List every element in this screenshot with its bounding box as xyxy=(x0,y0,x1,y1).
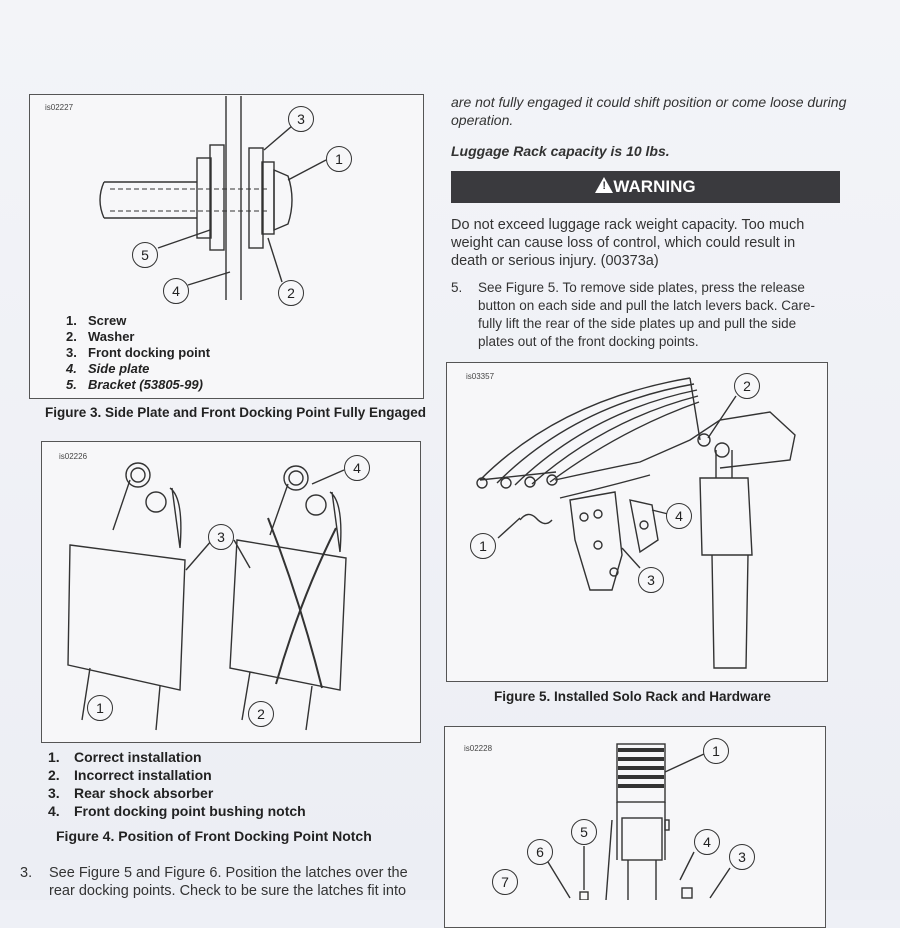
figure-6-callout-5: 5 xyxy=(571,819,597,845)
warning-triangle-icon: ! xyxy=(595,177,614,193)
warning-banner: ! WARNING xyxy=(451,171,840,203)
figure-4-callout-3: 3 xyxy=(208,524,234,550)
figure-4-id: is02226 xyxy=(59,452,88,461)
figure-6-drawing xyxy=(547,743,731,900)
figure-6-callout-4: 4 xyxy=(694,829,720,855)
legend-item: 1.Screw xyxy=(66,313,127,328)
legend-item: 5.Bracket (53805-99) xyxy=(66,377,203,392)
figure-3-caption: Figure 3. Side Plate and Front Docking P… xyxy=(45,405,427,420)
warning-label: WARNING xyxy=(613,177,696,196)
figure-5-frame xyxy=(446,362,828,682)
figure-3-legend: 1.Screw 2.Washer 3.Front docking point 4… xyxy=(66,313,210,393)
step-5: 5.See Figure 5. To remove side plates, p… xyxy=(451,280,815,349)
figure-4-callout-2: 2 xyxy=(248,701,274,727)
figure-3-callout-3: 3 xyxy=(288,106,314,132)
figure-5-caption: Figure 5. Installed Solo Rack and Hardwa… xyxy=(494,689,771,704)
figure-5-callout-3: 3 xyxy=(638,567,664,593)
figure-3-callout-5: 5 xyxy=(132,242,158,268)
legend-item: 2.Incorrect installation xyxy=(48,767,212,783)
figure-5-callout-2: 2 xyxy=(734,373,760,399)
figure-3-callout-1: 1 xyxy=(326,146,352,172)
legend-item: 4.Side plate xyxy=(66,361,150,376)
legend-item: 3.Rear shock absorber xyxy=(48,785,214,801)
figure-6-callout-3: 3 xyxy=(729,844,755,870)
legend-item: 1.Correct installation xyxy=(48,749,202,765)
warning-text: Do not exceed luggage rack weight capaci… xyxy=(451,217,805,269)
figure-4-caption: Figure 4. Position of Front Docking Poin… xyxy=(56,828,372,844)
figure-5-callout-1: 1 xyxy=(470,533,496,559)
figure-5-callout-4: 4 xyxy=(666,503,692,529)
figure-3-callout-4: 4 xyxy=(163,278,189,304)
figure-4-legend: 1.Correct installation 2.Incorrect insta… xyxy=(48,748,306,820)
legend-item: 4.Front docking point bushing notch xyxy=(48,803,306,819)
figure-4-drawing xyxy=(67,462,347,731)
figure-6-id: is02228 xyxy=(464,744,493,753)
figure-5-id: is03357 xyxy=(466,372,495,381)
legend-item: 2.Washer xyxy=(66,329,135,344)
legend-item: 3.Front docking point xyxy=(66,345,211,360)
capacity-note: Luggage Rack capacity is 10 lbs. xyxy=(451,143,670,159)
intro-paragraph: are not fully engaged it could shift pos… xyxy=(451,94,847,128)
figure-3-id: is02227 xyxy=(45,103,74,112)
figure-3-drawing xyxy=(99,96,327,300)
figure-6-callout-7: 7 xyxy=(492,869,518,895)
figure-5-drawing xyxy=(476,377,796,669)
figure-6-callout-6: 6 xyxy=(527,839,553,865)
figure-4-callout-4: 4 xyxy=(344,455,370,481)
figure-4-callout-1: 1 xyxy=(87,695,113,721)
figure-3-callout-2: 2 xyxy=(278,280,304,306)
step-3: 3.See Figure 5 and Figure 6. Position th… xyxy=(20,865,408,899)
figure-4-frame xyxy=(41,441,421,743)
figure-6-callout-1: 1 xyxy=(703,738,729,764)
